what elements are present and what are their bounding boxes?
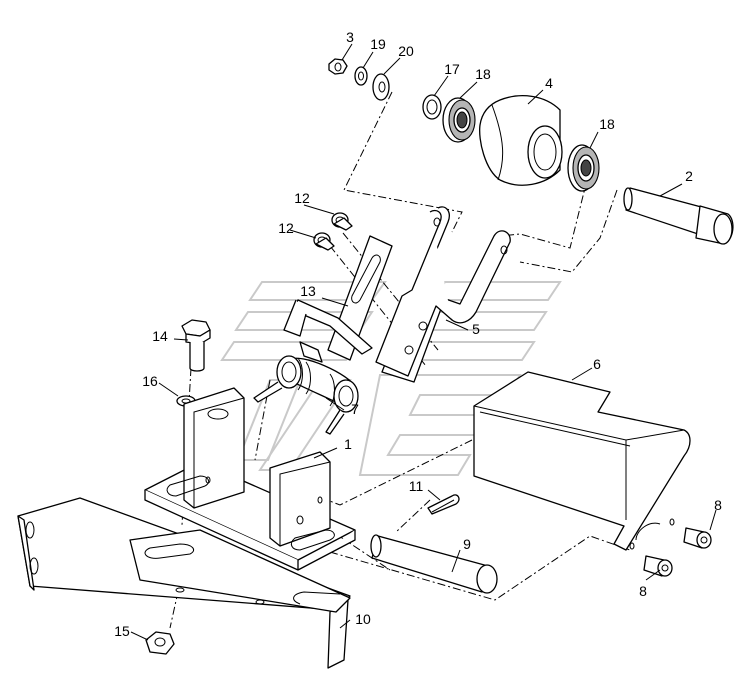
callout-15: 15 <box>114 623 130 639</box>
callout-10: 10 <box>355 611 371 627</box>
bearing-part-18-left <box>442 97 476 143</box>
callout-1: 1 <box>344 436 352 452</box>
lock-washer-part-19 <box>354 66 368 86</box>
callout-20: 20 <box>398 43 414 59</box>
callout-8-lower: 8 <box>639 583 647 599</box>
base-plate-part-10 <box>17 497 351 669</box>
callout-5: 5 <box>472 321 480 337</box>
callout-13: 13 <box>300 283 316 299</box>
hex-nut-part-3 <box>328 58 348 75</box>
washer-part-20 <box>372 73 390 101</box>
base-bracket-part-1 <box>144 387 356 571</box>
callout-7: 7 <box>351 401 359 417</box>
callout-6: 6 <box>593 356 601 372</box>
callout-12-upper: 12 <box>294 190 310 206</box>
callout-3: 3 <box>346 29 354 45</box>
callout-11: 11 <box>409 478 424 494</box>
callout-18-upper: 18 <box>475 66 491 82</box>
spacer-ring-part-17 <box>422 94 442 120</box>
callout-14: 14 <box>152 328 168 344</box>
callout-17: 17 <box>444 61 460 77</box>
hinge-pin-part-9 <box>370 534 498 594</box>
callout-19: 19 <box>370 36 386 52</box>
cap-screw-part-12-lower <box>313 232 335 251</box>
slotted-plate-part-13 <box>283 235 393 361</box>
callout-12-lower: 12 <box>278 220 294 236</box>
callout-16: 16 <box>142 373 158 389</box>
hex-nut-part-15 <box>145 631 175 655</box>
roller-part-4 <box>479 95 563 186</box>
cover-part-6 <box>473 371 691 551</box>
callout-labels: 3 19 20 17 18 4 18 2 12 12 13 5 14 16 7 … <box>114 29 722 639</box>
bearing-part-18-right <box>567 144 600 192</box>
roller-bracket-part-5 <box>375 206 511 383</box>
hex-bolt-part-14 <box>181 319 211 372</box>
axle-pin-part-2 <box>623 187 734 245</box>
callout-8-upper: 8 <box>714 497 722 513</box>
callout-2: 2 <box>685 168 693 184</box>
cap-screw-part-12-upper <box>331 212 353 231</box>
cap-screw-part-8-lower <box>643 555 673 577</box>
leader-lines <box>130 43 717 641</box>
callout-4: 4 <box>545 75 553 91</box>
torsion-spring-part-7 <box>253 341 359 435</box>
cap-screw-part-8-upper <box>683 527 712 549</box>
callout-18-right: 18 <box>599 116 615 132</box>
callout-9: 9 <box>463 536 471 552</box>
cotter-pin-part-11 <box>427 494 460 515</box>
